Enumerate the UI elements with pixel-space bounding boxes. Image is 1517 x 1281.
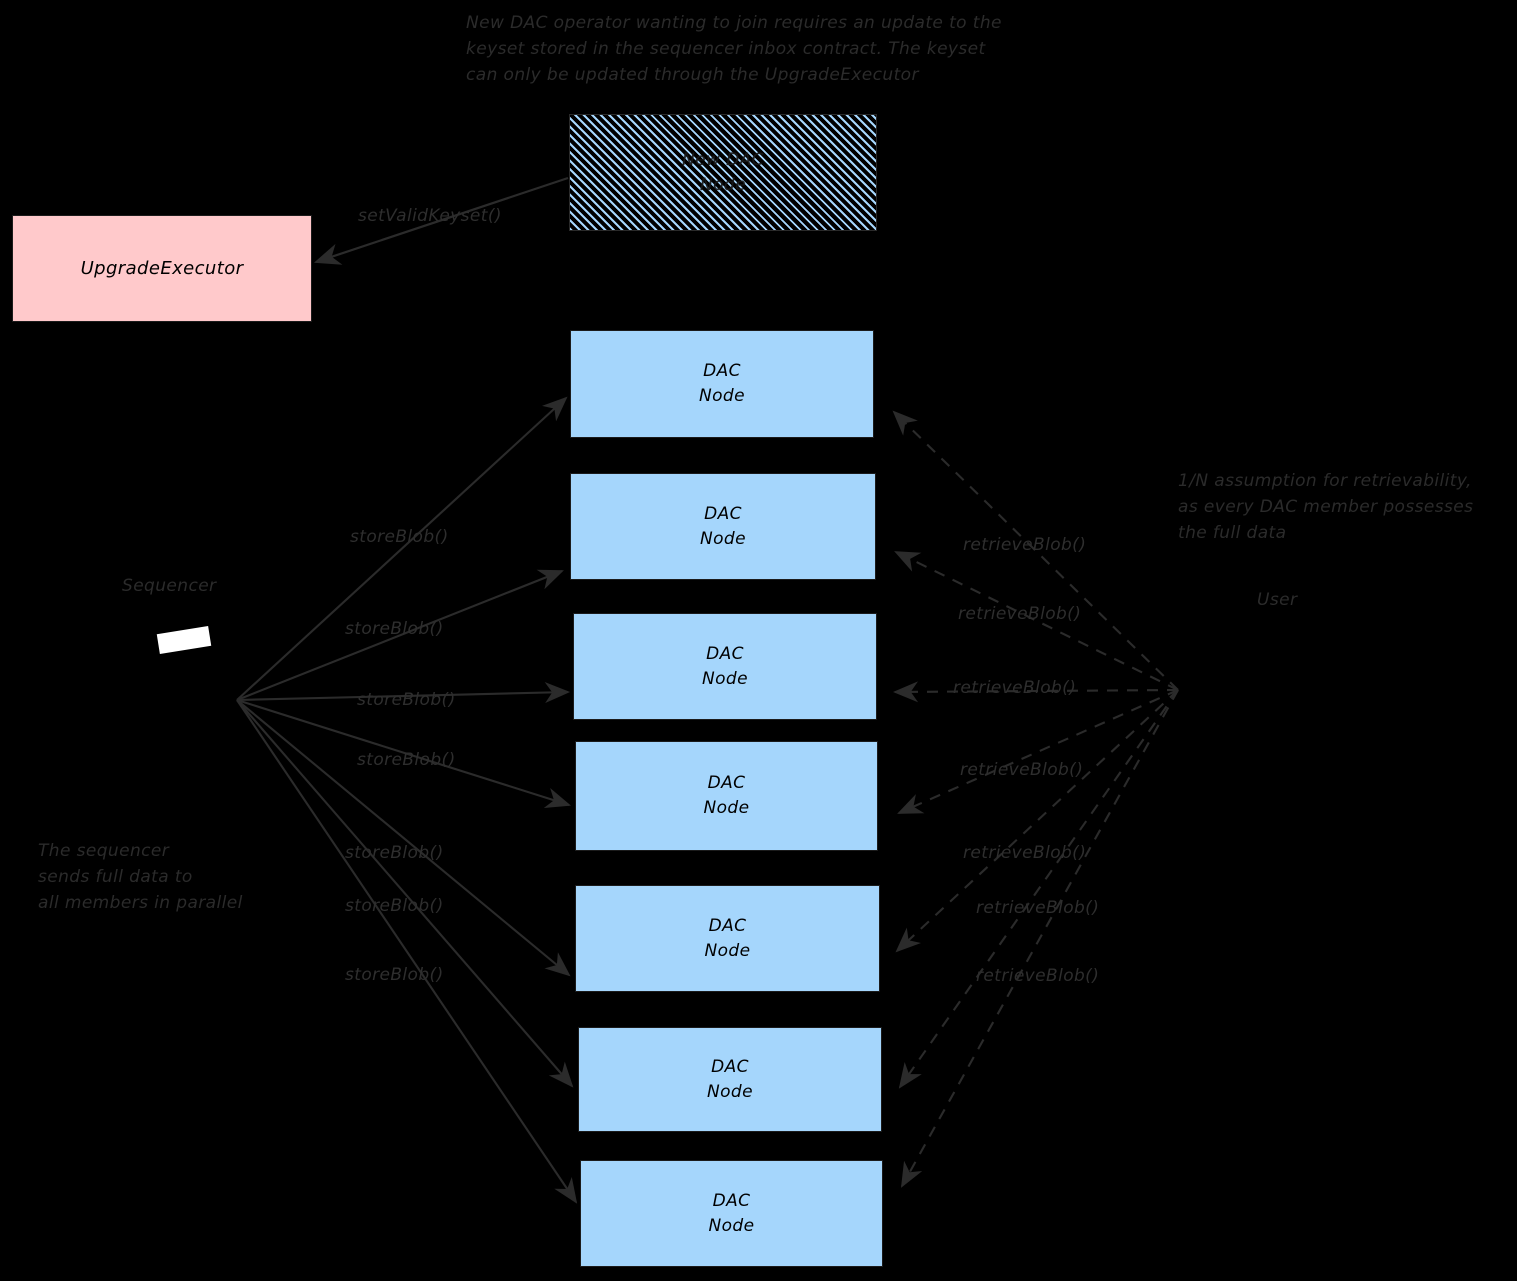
edge-retrieve-blob-6 — [898, 689, 1179, 1089]
dac-node-label-line2: Node — [708, 1215, 755, 1236]
edge-store-blob-2 — [236, 569, 564, 701]
dac-node-box-6[interactable]: DAC Node — [578, 1027, 882, 1132]
edge-label-store-blob-5: storeBlob() — [345, 843, 444, 863]
annotation-retrievability-note: 1/N assumption for retrievability, as ev… — [1178, 471, 1474, 543]
dac-node-label-line2: Node — [699, 386, 745, 406]
edge-store-blob-6 — [236, 699, 574, 1088]
dac-node-label-line1: DAC — [704, 503, 742, 524]
dac-node-label-line1: DAC — [706, 643, 744, 664]
dac-node-label-line1: DAC — [711, 1056, 749, 1077]
annotation-sequencer-note: The sequencer sends full data to all mem… — [38, 841, 243, 913]
edge-label-store-blob-7: storeBlob() — [345, 965, 444, 985]
dac-node-label-line2: Node — [702, 668, 748, 689]
dac-node-label-line2: Node — [703, 798, 750, 818]
new-dac-node-label-line2: Node — [700, 174, 746, 195]
dac-node-label-line2: Node — [707, 1081, 753, 1102]
edge-label-store-blob-3: storeBlob() — [357, 690, 456, 710]
dac-node-label-line2: Node — [700, 528, 746, 549]
edge-store-blob-7 — [236, 699, 578, 1204]
dac-node-label-line1: DAC — [712, 1190, 751, 1211]
edge-label-set-valid-keyset: setValidKeyset() — [358, 206, 502, 226]
edge-retrieve-blob-1 — [892, 410, 1179, 691]
edge-label-retrieve-blob-6: retrieveBlob() — [976, 898, 1100, 918]
edge-retrieve-blob-5 — [895, 689, 1179, 953]
annotation-keyset-note: New DAC operator wanting to join require… — [466, 13, 1002, 85]
edge-store-blob-3 — [236, 682, 571, 704]
edge-retrieve-blob-3 — [892, 681, 1179, 703]
user-label: User — [1257, 590, 1298, 610]
dac-node-box-7[interactable]: DAC Node — [580, 1160, 883, 1267]
edge-label-store-blob-1: storeBlob() — [350, 527, 449, 547]
edges-retrieve-blob — [892, 410, 1179, 1188]
dac-node-box-2[interactable]: DAC Node — [570, 473, 876, 580]
dac-node-box-5[interactable]: DAC Node — [575, 885, 880, 992]
sequencer-label: Sequencer — [122, 576, 217, 596]
edge-label-store-blob-2: storeBlob() — [345, 619, 444, 639]
edges-store-blob — [236, 396, 578, 1204]
dac-node-box-3[interactable]: DAC Node — [573, 613, 877, 720]
dac-node-label-line1: DAC — [703, 361, 741, 381]
dac-node-box-4[interactable]: DAC Node — [575, 741, 878, 851]
edge-label-retrieve-blob-4: retrieveBlob() — [960, 760, 1084, 780]
upgrade-executor-label: UpgradeExecutor — [80, 258, 244, 279]
dac-node-label-line1: DAC — [707, 773, 746, 793]
dac-node-label-line1: DAC — [708, 915, 747, 936]
edge-retrieve-blob-2 — [894, 551, 1179, 691]
edge-store-blob-1 — [236, 396, 568, 701]
edge-retrieve-blob-4 — [897, 689, 1179, 814]
edge-label-retrieve-blob-5: retrieveBlob() — [963, 843, 1087, 863]
new-dac-node-label-line1: New DAC — [682, 149, 764, 170]
edge-label-retrieve-blob-1: retrieveBlob() — [963, 535, 1087, 555]
dac-node-box-1[interactable]: DAC Node — [570, 330, 874, 438]
edge-set-valid-keyset — [313, 176, 569, 265]
new-dac-node-box[interactable]: New DAC Node — [569, 114, 877, 231]
edge-label-store-blob-4: storeBlob() — [357, 750, 456, 770]
edge-store-blob-4 — [236, 698, 572, 809]
edge-retrieve-blob-7 — [900, 689, 1179, 1188]
edge-label-store-blob-6: storeBlob() — [345, 896, 444, 916]
edge-store-blob-5 — [236, 699, 571, 977]
upgrade-executor-box[interactable]: UpgradeExecutor — [12, 215, 312, 322]
edge-label-retrieve-blob-3: retrieveBlob() — [953, 678, 1077, 698]
dac-node-label-line2: Node — [704, 940, 751, 961]
edge-label-retrieve-blob-7: retrieveBlob() — [976, 966, 1100, 986]
edge-label-retrieve-blob-2: retrieveBlob() — [958, 604, 1082, 624]
